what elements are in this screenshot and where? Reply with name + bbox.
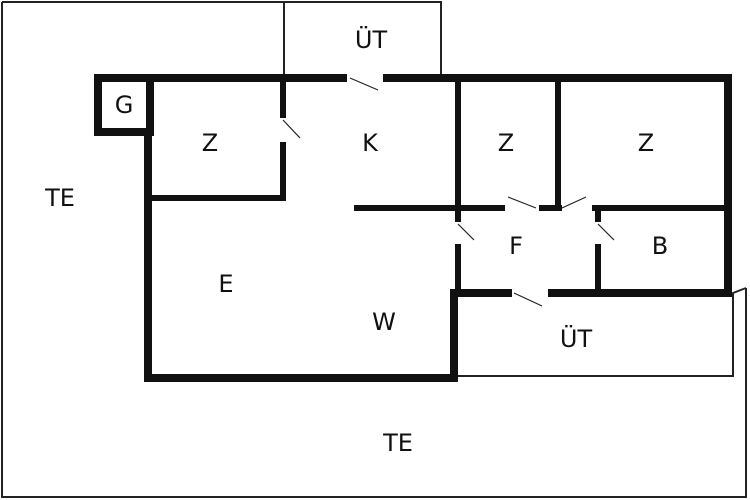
door-gap-ut <box>512 288 548 298</box>
door-swing-z3 <box>561 196 587 209</box>
door-swing-f <box>457 223 475 241</box>
room-label-k: K <box>362 129 379 157</box>
door-swing-b <box>597 223 615 241</box>
room-label-z2: Z <box>498 129 514 157</box>
door-gap-f <box>453 222 463 244</box>
room-label-e: E <box>218 270 233 298</box>
balcony-bottom-outline <box>458 287 747 377</box>
door-gap-top <box>347 73 383 83</box>
door-gap-z2 <box>505 203 539 213</box>
room-label-b: B <box>652 232 668 260</box>
room-label-f: F <box>509 232 523 260</box>
door-swing-ut <box>513 292 543 307</box>
door-swing-z2 <box>507 196 537 209</box>
room-label-z3: Z <box>638 129 654 157</box>
room-label-ut-bottom: ÜT <box>560 324 593 353</box>
door-gap-b <box>593 222 603 244</box>
room-label-w: W <box>372 308 396 336</box>
door-gap-z1 <box>278 118 288 142</box>
room-label-te-left: TE <box>44 184 75 212</box>
door-swing-top <box>349 77 379 91</box>
door-swing-z1 <box>282 119 301 139</box>
balcony-top-outline <box>284 1 442 76</box>
room-label-te-bottom: TE <box>382 429 413 457</box>
storage-wall <box>94 74 154 136</box>
room-label-ut-top: ÜT <box>355 25 388 54</box>
door-gap-z3 <box>562 203 592 213</box>
room-label-g: G <box>115 91 134 119</box>
exterior-wall <box>144 74 732 382</box>
room-label-z1: Z <box>202 129 218 157</box>
